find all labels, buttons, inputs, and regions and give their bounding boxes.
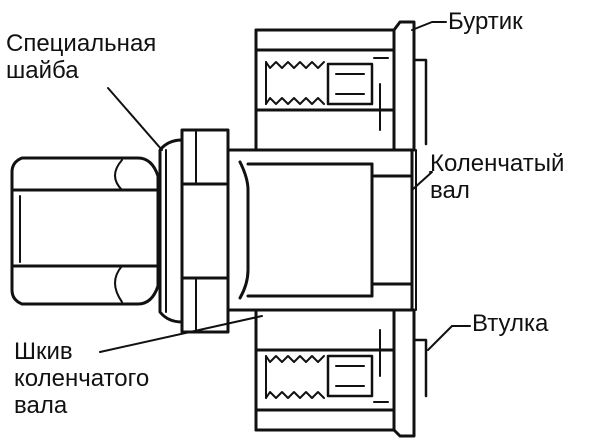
bolt-head — [10, 156, 160, 306]
label-pulley-line3: вала — [14, 392, 68, 419]
leader-flange — [411, 21, 447, 31]
pulley-hub-upper — [254, 20, 428, 152]
label-bushing: Втулка — [472, 310, 549, 337]
leader-pulley — [99, 315, 263, 353]
label-pulley: Шкив коленчатого вала — [14, 338, 149, 419]
label-pulley-line1: Шкив — [14, 338, 73, 365]
leader-crankshaft — [411, 171, 433, 191]
label-crankshaft-line2: вал — [430, 177, 470, 204]
crankshaft-end — [226, 148, 417, 312]
leader-lines — [99, 21, 471, 353]
label-special-washer-line2: шайба — [6, 57, 79, 84]
leader-special-washer — [107, 87, 163, 151]
leader-bushing — [427, 325, 471, 351]
bolt-collar — [180, 128, 230, 334]
label-special-washer-line1: Специальная — [6, 30, 157, 57]
special-washer — [158, 138, 184, 324]
label-special-washer: Специальная шайба — [6, 30, 156, 84]
label-crankshaft-line1: Коленчатый — [430, 150, 565, 177]
label-flange: Буртик — [448, 8, 523, 35]
label-pulley-line2: коленчатого — [14, 365, 150, 392]
pulley-hub-lower — [254, 308, 428, 438]
label-crankshaft: Коленчатый вал — [430, 150, 564, 204]
